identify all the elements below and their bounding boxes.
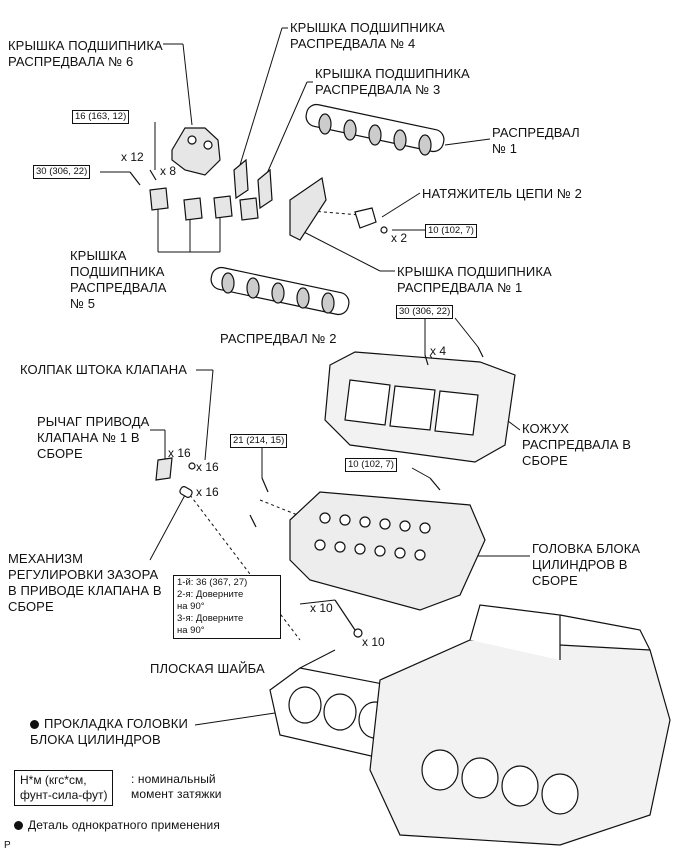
cylinder-head-icon — [289, 491, 486, 611]
multiplier-x12: x 12 — [121, 150, 144, 164]
small-parts-icon — [129, 169, 484, 638]
bearing-caps-small-icon — [149, 158, 273, 221]
label-head-gasket: ПРОКЛАДКА ГОЛОВКИ БЛОКА ЦИЛИНДРОВ — [30, 716, 188, 748]
torque-box-3: 10 (102, 7) — [425, 224, 477, 238]
label-valve-stem-cap: КОЛПАК ШТОКА КЛАПАНА — [20, 362, 188, 377]
torque-box-2: 30 (306, 22) — [33, 165, 91, 179]
torque-box-1: 16 (163, 12) — [72, 110, 130, 124]
bearing-cap-6-icon — [171, 127, 221, 176]
legend-unit-box: Н*м (кгс*см, фунт-сила-фут) — [14, 770, 114, 806]
single-use-dot-icon — [14, 821, 23, 831]
step-2: 2-я: Доверните на 90° — [177, 589, 244, 612]
label-tensioner-2: НАТЯЖИТЕЛЬ ЦЕПИ № 2 — [422, 186, 582, 201]
tightening-steps: 1-й: 36 (367, 27)2-я: Доверните на 90°3-… — [173, 575, 281, 639]
multiplier-x10-washer: x 10 — [362, 635, 385, 649]
step-1: 1-й: 36 (367, 27) — [177, 577, 248, 588]
label-bearing-cap-6: КРЫШКА ПОДШИПНИКА РАСПРЕДВАЛА № 6 — [8, 38, 163, 69]
multiplier-x10-bolt: x 10 — [310, 601, 333, 615]
chain-tensioner-icon — [354, 207, 388, 234]
multiplier-x16-lash: x 16 — [196, 485, 219, 499]
label-cylinder-head: ГОЛОВКА БЛОКА ЦИЛИНДРОВ В СБОРЕ — [532, 541, 641, 588]
label-camshaft-housing: КОЖУХ РАСПРЕДВАЛА В СБОРЕ — [522, 421, 632, 468]
torque-box-4: 30 (306, 22) — [396, 305, 454, 319]
multiplier-x16-rocker: x 16 — [168, 446, 191, 460]
legend-single-use: Деталь однократного применения — [14, 817, 220, 833]
label-bearing-cap-4: КРЫШКА ПОДШИПНИКА РАСПРЕДВАЛА № 4 — [290, 20, 445, 51]
torque-box-6: 10 (102, 7) — [345, 458, 397, 472]
label-plain-washer: ПЛОСКАЯ ШАЙБА — [150, 661, 265, 676]
legend-single-use-text: Деталь однократного применения — [28, 818, 220, 832]
camshaft-2-icon — [210, 266, 350, 316]
label-head-gasket-text: ПРОКЛАДКА ГОЛОВКИ БЛОКА ЦИЛИНДРОВ — [30, 716, 188, 747]
label-lash-adjuster: МЕХАНИЗМ РЕГУЛИРОВКИ ЗАЗОРА В ПРИВОДЕ КЛ… — [8, 551, 162, 614]
bearing-cap-1-icon — [289, 176, 327, 241]
single-use-dot-icon — [30, 720, 39, 730]
camshaft-housing-icon — [324, 351, 516, 463]
multiplier-x16-cap: x 16 — [196, 460, 219, 474]
label-rocker-arm: РЫЧАГ ПРИВОДА КЛАПАНА № 1 В СБОРЕ — [37, 414, 150, 461]
label-camshaft-2: РАСПРЕДВАЛ № 2 — [220, 331, 337, 346]
corner-mark: P — [4, 840, 11, 851]
torque-box-5: 21 (214, 15) — [230, 434, 288, 448]
multiplier-x2: x 2 — [391, 231, 408, 245]
label-bearing-cap-1: КРЫШКА ПОДШИПНИКА РАСПРЕДВАЛА № 1 — [397, 264, 552, 295]
leader-lines — [100, 27, 530, 726]
camshaft-1-icon — [305, 103, 445, 156]
legend-unit-description: : номинальный момент затяжки — [131, 772, 222, 801]
multiplier-x4: x 4 — [430, 344, 447, 358]
label-camshaft-1: РАСПРЕДВАЛ № 1 — [492, 125, 580, 156]
engine-block-icon — [369, 604, 671, 846]
multiplier-x8: x 8 — [160, 164, 177, 178]
label-bearing-cap-3: КРЫШКА ПОДШИПНИКА РАСПРЕДВАЛА № 3 — [315, 66, 470, 97]
label-bearing-cap-5: КРЫШКА ПОДШИПНИКА РАСПРЕДВАЛА № 5 — [70, 248, 167, 311]
step-3: 3-я: Доверните на 90° — [177, 613, 244, 636]
